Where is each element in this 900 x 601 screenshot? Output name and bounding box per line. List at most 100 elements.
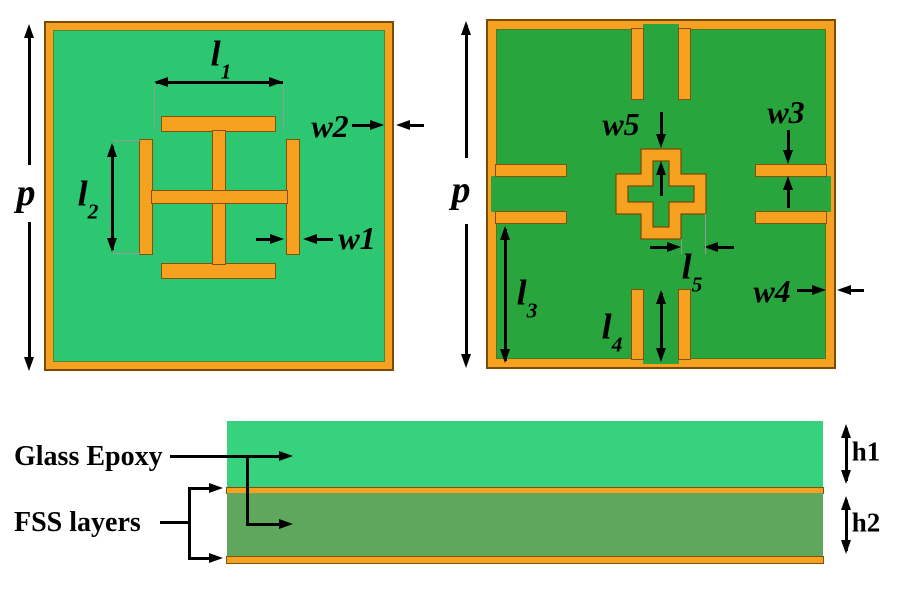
h1-arrowhead-up: [841, 424, 851, 438]
p-left-arrowhead-down: [24, 357, 34, 371]
l2-arrow-shaft: [111, 146, 114, 250]
left-slot-bottom-bar: [496, 212, 566, 223]
w5-inner-arrowhead-up: [656, 161, 666, 175]
label-p-left: p: [16, 172, 36, 214]
l1-arrowhead-left: [154, 77, 168, 87]
label-l3: l3: [516, 272, 538, 323]
label-w2: w2: [311, 108, 349, 144]
cross-left-bar: [140, 140, 152, 254]
left-unit-cell: [44, 21, 394, 371]
w3-arrow-shaft-bottom: [787, 185, 790, 208]
l2-arrowhead-up: [107, 143, 117, 157]
right-slot-top-bar: [756, 165, 826, 176]
w4-arrow-shaft-right: [850, 289, 864, 292]
w3-arrow-shaft-top: [787, 130, 790, 153]
label-glass-epoxy: Glass Epoxy: [14, 441, 163, 472]
w2-arrow-shaft-right: [409, 124, 424, 127]
l1-arrow-shaft: [156, 81, 283, 84]
label-h1: h1: [851, 436, 881, 467]
h2-arrow-shaft: [845, 500, 848, 551]
cross-top-cap: [162, 117, 275, 131]
l2-arrowhead-down: [107, 238, 117, 252]
cross-horizontal-bar: [152, 191, 287, 203]
top-slot-left-bar: [632, 29, 643, 99]
label-p-right: p: [451, 169, 471, 211]
w2-arrow-shaft-left: [352, 124, 372, 127]
left-slot-top-bar: [496, 165, 566, 176]
fss-layers-top-shaft: [188, 487, 211, 490]
l3-arrow-shaft: [504, 229, 507, 361]
label-w4: w4: [753, 273, 791, 309]
l3-arrowhead-up: [500, 226, 510, 240]
w1-arrowhead-left: [303, 234, 317, 244]
glass-epoxy-branch-shaft: [246, 523, 281, 526]
l1-guide-right: [283, 84, 284, 131]
w2-arrowhead-right: [370, 120, 384, 130]
fss-layers-arrowhead-bottom: [209, 553, 223, 563]
label-fss-layers: FSS layers: [14, 507, 141, 538]
w3-arrowhead-down: [783, 150, 793, 164]
fss-layers-branch-vertical: [188, 487, 191, 560]
l2-guide-bottom: [112, 253, 141, 254]
l5-arrow-shaft-left: [650, 246, 669, 249]
w4-arrowhead-left: [837, 285, 851, 295]
w2-arrowhead-left: [396, 120, 410, 130]
glass-epoxy-arrowhead-top: [279, 451, 293, 461]
w1-arrow-shaft-right: [316, 238, 333, 241]
p-left-arrow-shaft-2: [28, 222, 31, 358]
p-left-arrowhead-up: [24, 24, 34, 38]
p-left-arrow-shaft-1: [28, 30, 31, 165]
l1-arrowhead-right: [269, 77, 283, 87]
label-h2: h2: [851, 507, 881, 538]
h2-arrowhead-down: [841, 540, 851, 554]
left-border-slot: [491, 176, 497, 212]
l5-arrowhead-left: [704, 242, 718, 252]
right-slot-bottom-bar: [756, 212, 826, 223]
p-right-arrowhead-up: [461, 21, 471, 35]
l4-arrow-shaft: [660, 293, 663, 356]
fss-layer-1: [227, 488, 823, 493]
fss-layers-arrowhead-top: [209, 483, 223, 493]
l4-arrowhead-down: [656, 348, 666, 362]
l5-arrowhead-right: [667, 242, 681, 252]
label-w3: w3: [767, 94, 805, 130]
label-l5: l5: [681, 246, 703, 297]
right-border-slot: [825, 176, 831, 212]
l5-guide-left: [681, 239, 682, 254]
p-right-arrow-shaft-1: [465, 25, 468, 158]
l2-guide-top: [112, 140, 141, 141]
w4-arrowhead-right: [812, 285, 826, 295]
w1-arrowhead-right: [270, 234, 284, 244]
cross-right-bar: [287, 140, 299, 254]
label-w5: w5: [602, 106, 640, 142]
p-right-arrow-shaft-2: [465, 224, 468, 355]
label-l2: l2: [77, 173, 99, 224]
glass-epoxy-layer-top: [227, 421, 823, 488]
fss-layers-bottom-shaft: [188, 557, 211, 560]
bottom-slot-right-bar: [679, 290, 690, 359]
top-slot-right-bar: [679, 29, 690, 99]
w5-arrowhead-down: [656, 134, 666, 148]
h2-arrowhead-up: [841, 496, 851, 510]
w5-inner-arrow-shaft: [660, 172, 663, 196]
cross-bottom-cap: [162, 264, 275, 278]
glass-epoxy-arrowhead-bottom: [279, 519, 293, 529]
top-border-slot: [643, 24, 679, 30]
label-w1: w1: [338, 220, 376, 256]
h1-arrow-shaft: [845, 428, 848, 481]
l5-guide-right: [705, 214, 706, 254]
w1-arrow-shaft-left: [256, 238, 272, 241]
l3-arrowhead-down: [500, 349, 510, 363]
glass-epoxy-branch-vertical: [246, 455, 249, 525]
l1-guide-left: [154, 84, 155, 131]
w4-arrow-shaft-left: [797, 289, 814, 292]
label-l4: l4: [601, 306, 623, 357]
l5-arrow-shaft-right: [717, 246, 734, 249]
layer-stack: [227, 421, 823, 563]
w3-arrowhead-up: [783, 176, 793, 190]
fss-layers-lead-shaft: [160, 521, 190, 524]
label-l1: l1: [210, 33, 232, 84]
w5-arrow-shaft: [660, 112, 663, 137]
fss-layer-2: [227, 557, 823, 563]
